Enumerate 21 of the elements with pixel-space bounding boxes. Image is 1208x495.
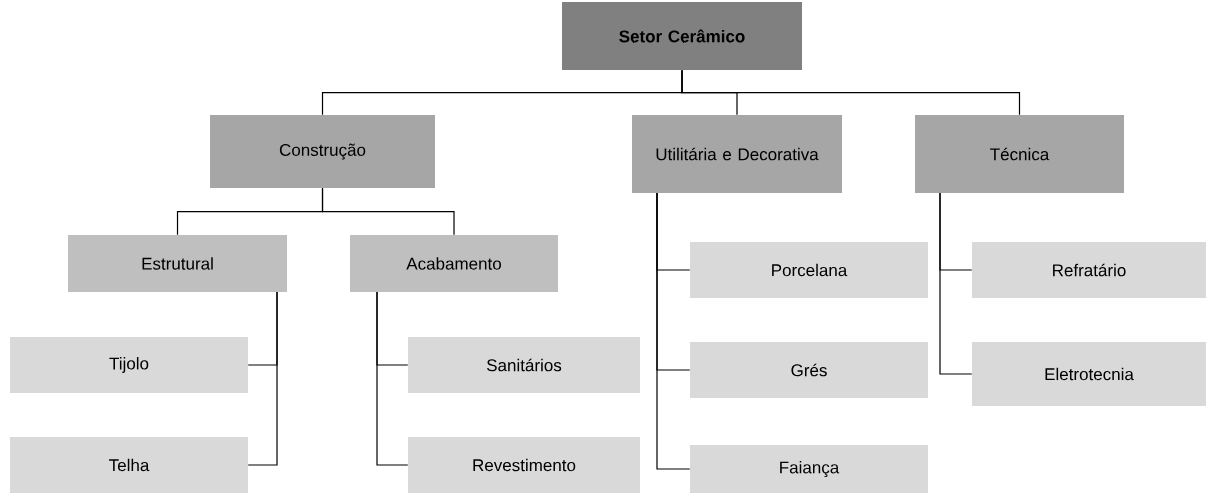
connector-line: [681, 69, 1021, 116]
connector-line: [656, 192, 691, 470]
connector-line: [376, 291, 409, 466]
box: Setor Cerâmico: [562, 2, 802, 70]
box: Tijolo: [10, 337, 248, 393]
box: Telha: [10, 437, 248, 493]
box: Utilitária e Decorativa: [632, 115, 842, 193]
connector-line: [247, 291, 278, 466]
box: Grés: [690, 342, 928, 398]
box: Construção: [210, 115, 435, 188]
box: Faiança: [690, 445, 928, 493]
connector-line: [321, 187, 455, 236]
box: Estrutural: [68, 235, 287, 292]
box: Refratário: [972, 242, 1206, 298]
box: Acabamento: [350, 235, 558, 292]
box: Revestimento: [408, 437, 640, 493]
box: Eletrotecnia: [972, 342, 1206, 406]
box: Sanitários: [408, 337, 640, 393]
box: Técnica: [915, 115, 1124, 193]
connector-line: [939, 192, 973, 375]
box: Porcelana: [690, 242, 928, 298]
